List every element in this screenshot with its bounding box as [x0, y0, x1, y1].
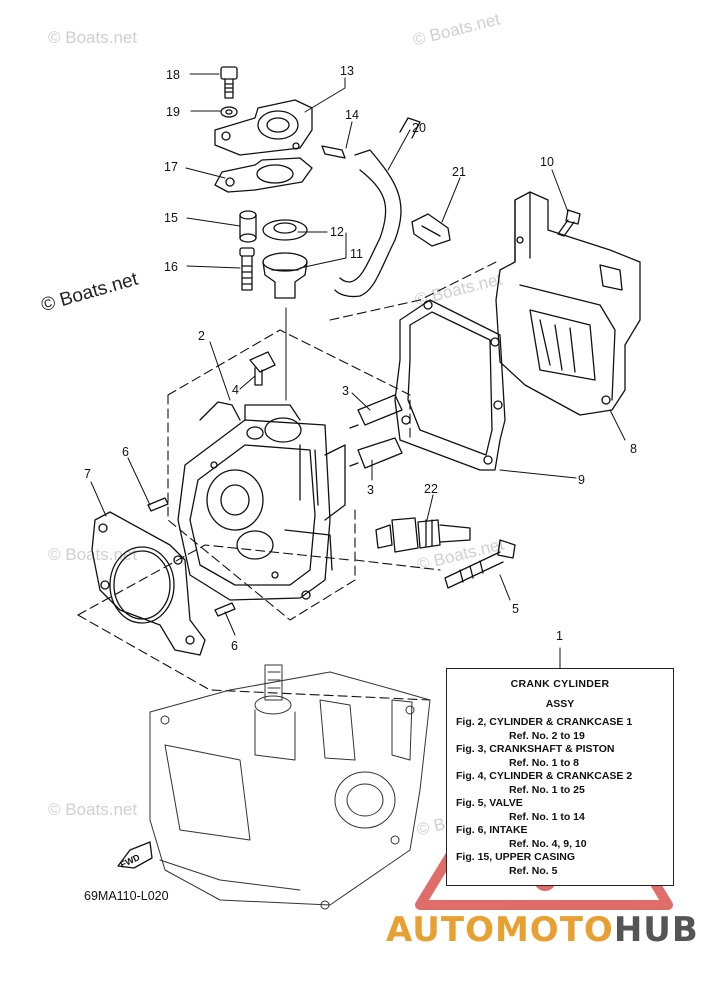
bolt-18 — [220, 66, 238, 99]
reference-line: Ref. No. 2 to 19 — [509, 729, 585, 742]
leader-lines — [90, 73, 626, 669]
fitting-4 — [249, 351, 276, 386]
brand-logo: AUTOMOTOHUB — [386, 910, 699, 950]
watermark: © Boats.net — [48, 800, 138, 819]
brand-part-1: AUTOMOTO — [386, 910, 614, 950]
bolt-10 — [557, 209, 581, 237]
dowel-pin-6 — [147, 497, 236, 617]
reference-line: Ref. No. 4, 9, 10 — [509, 837, 587, 850]
fwd-arrow-icon — [117, 841, 153, 869]
reference-line: Ref. No. 1 to 14 — [509, 810, 585, 823]
clamp-21 — [411, 213, 451, 247]
callout-5: 5 — [512, 602, 519, 616]
diagram-code: 69MA110-L020 — [84, 889, 169, 903]
callout-13: 13 — [340, 64, 354, 78]
washer-19 — [220, 106, 238, 118]
callout-18: 18 — [166, 68, 180, 82]
callout-7: 7 — [84, 467, 91, 481]
callout-14: 14 — [345, 108, 359, 122]
brand-part-2: HUB — [613, 910, 699, 950]
nipple-14 — [321, 145, 346, 159]
callout-16: 16 — [164, 260, 178, 274]
reference-line: Fig. 15, UPPER CASING — [456, 851, 576, 863]
reference-line: Ref. No. 5 — [509, 864, 558, 877]
callout-labels: 18 19 13 14 20 17 15 12 11 16 21 10 2 4 … — [84, 64, 637, 870]
thermostat-11 — [262, 252, 308, 299]
reference-line: Fig. 3, CRANKSHAFT & PISTON — [456, 743, 615, 755]
callout-6: 6 — [122, 445, 129, 459]
exhaust-gasket-9 — [394, 299, 506, 471]
callout-15: 15 — [164, 211, 178, 225]
callout-21: 21 — [452, 165, 466, 179]
seal-12 — [262, 219, 308, 241]
callout-12: 12 — [330, 225, 344, 239]
callout-4: 4 — [232, 383, 239, 397]
callout-3: 3 — [342, 384, 349, 398]
gasket-17 — [214, 157, 313, 193]
crankcase-block — [149, 664, 431, 910]
hose-20 — [334, 117, 421, 298]
head-gasket-7 — [91, 511, 206, 656]
thermostat-cover — [214, 99, 313, 156]
callout-20: 20 — [412, 121, 426, 135]
callout-22: 22 — [424, 482, 438, 496]
reference-line: Fig. 6, INTAKE — [456, 824, 528, 836]
callout-9: 9 — [578, 473, 585, 487]
callout-6b: 6 — [231, 639, 238, 653]
reference-line: Fig. 5, VALVE — [456, 797, 523, 809]
reference-box: CRANK CYLINDER ASSY Fig. 2, CYLINDER & C… — [446, 668, 674, 886]
callout-19: 19 — [166, 105, 180, 119]
callout-11: 11 — [350, 247, 363, 261]
reference-subtitle: ASSY — [545, 698, 575, 710]
dowel-pin-3 — [349, 394, 403, 469]
callout-8: 8 — [630, 442, 637, 456]
callout-1: 1 — [556, 629, 563, 643]
bolt-5 — [444, 539, 516, 589]
callout-2: 2 — [198, 329, 205, 343]
reference-line: Ref. No. 1 to 25 — [509, 783, 585, 796]
reference-title: CRANK CYLINDER — [510, 678, 610, 690]
exhaust-cover-8 — [495, 191, 641, 416]
watermark: © Boats.net — [48, 28, 138, 47]
bolt-16 — [239, 247, 255, 291]
reference-line: Fig. 4, CYLINDER & CRANKCASE 2 — [456, 770, 633, 782]
cylinder-head — [177, 401, 346, 601]
spark-plug-22 — [375, 517, 471, 553]
callout-17: 17 — [164, 160, 178, 174]
reference-line: Ref. No. 1 to 8 — [509, 756, 580, 769]
collar-15 — [239, 210, 257, 243]
callout-3b: 3 — [367, 483, 374, 497]
dashed-assembly-outline — [77, 259, 501, 701]
reference-line: Fig. 2, CYLINDER & CRANKCASE 1 — [456, 716, 633, 728]
callout-10: 10 — [540, 155, 554, 169]
